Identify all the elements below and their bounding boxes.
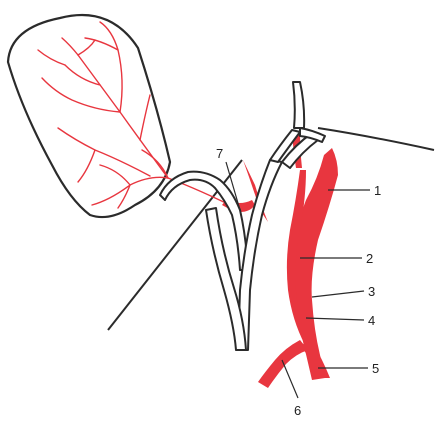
liver-edge-outline xyxy=(318,128,434,150)
label-5: 5 xyxy=(372,361,379,376)
label-6: 6 xyxy=(294,403,301,418)
label-2: 2 xyxy=(366,251,373,266)
label-3: 3 xyxy=(368,284,375,299)
label-1: 1 xyxy=(374,183,381,198)
label-4: 4 xyxy=(368,313,375,328)
label-7: 7 xyxy=(216,146,223,161)
common-hepatic-artery xyxy=(258,340,308,388)
